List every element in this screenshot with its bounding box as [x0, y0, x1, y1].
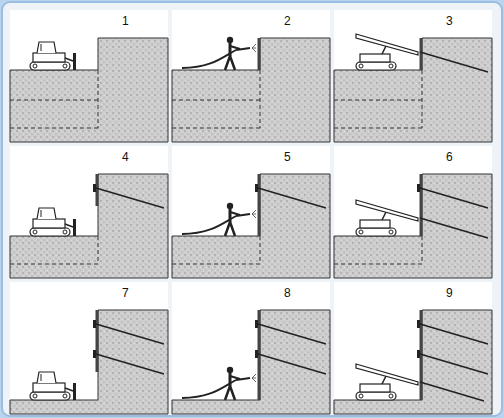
- stage-panel: [334, 146, 492, 278]
- callout-number: 9: [446, 286, 453, 300]
- callout-number: 6: [446, 150, 453, 164]
- stage-panel: [334, 282, 492, 414]
- stage-panel: [10, 10, 168, 142]
- callout-number: 4: [122, 150, 129, 164]
- stage-panel: [172, 282, 330, 414]
- callout-number: 7: [122, 286, 129, 300]
- stage-panel: [172, 146, 330, 278]
- stage-panel: [172, 10, 330, 142]
- callout-number: 1: [122, 14, 129, 28]
- callout-number: 2: [284, 14, 291, 28]
- callout-number: 8: [284, 286, 291, 300]
- stage-panel: [334, 10, 492, 142]
- stage-panel: [10, 146, 168, 278]
- callout-number: 3: [446, 14, 453, 28]
- callout-number: 5: [284, 150, 291, 164]
- stage-panel: [10, 282, 168, 414]
